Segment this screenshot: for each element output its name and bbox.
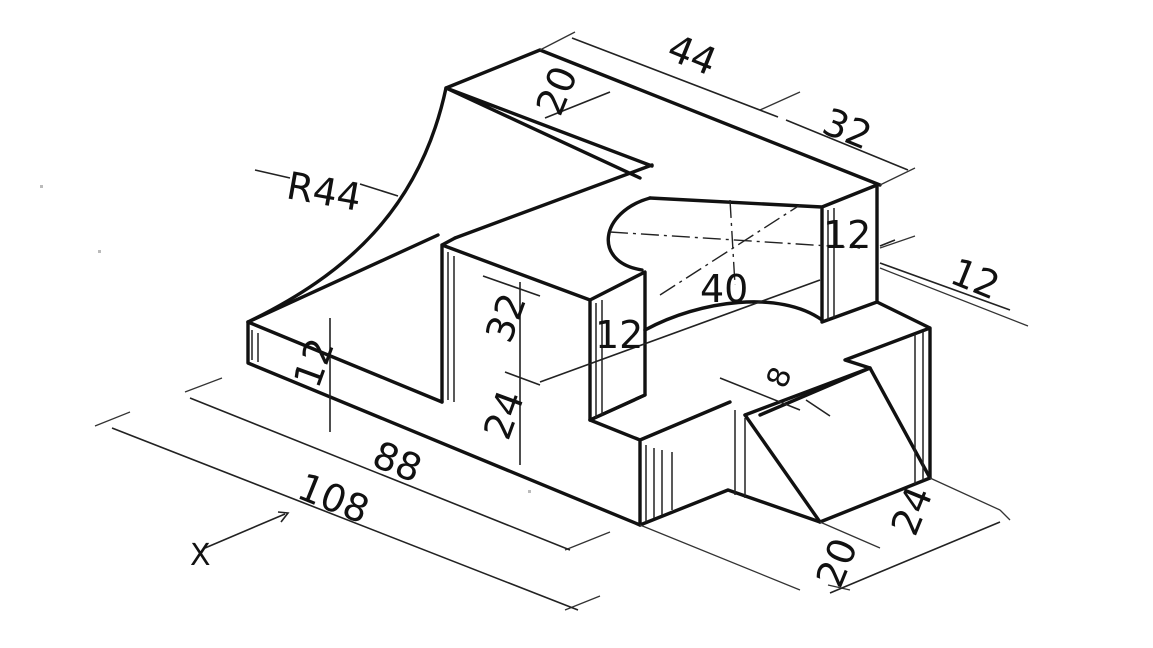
back-wall-top [444, 48, 882, 187]
face-shading [251, 208, 924, 522]
scan-specks [40, 185, 531, 493]
half-hole-lower [643, 300, 824, 332]
dim-lower-height-label: 24 [475, 385, 533, 445]
dim-right-length-label: 32 [817, 100, 878, 159]
part-outline [246, 48, 932, 527]
view-arrow [204, 513, 286, 549]
dim-right-side-label: 12 [945, 250, 1006, 309]
dim-bottom-width-24-label: 24 [883, 480, 942, 541]
dim-radius-label: R44 [283, 164, 364, 220]
middle-block [440, 236, 592, 422]
base-left-front-face [246, 320, 642, 527]
dim-top-width-label: 20 [528, 60, 587, 121]
dim-bottom-width-20-label: 20 [808, 532, 867, 593]
dim-slot-height-label: 12 [595, 313, 643, 357]
curved-wall-arc [246, 86, 448, 324]
dimension-lines [94, 31, 1029, 611]
dim-upper-height-label: 32 [477, 288, 535, 348]
dim-total-length-label: 108 [292, 465, 376, 533]
lower-step [588, 300, 932, 527]
dim-right-height-label: 12 [823, 213, 871, 257]
upper-top-edge [453, 163, 654, 240]
dim-groove-width-label: 8 [760, 362, 800, 393]
dim-inner-length-label: 88 [367, 433, 428, 492]
base-left-top-edge [246, 233, 440, 324]
dim-hole-diameter-label: 40 [700, 267, 748, 311]
view-axis-label: X [190, 538, 211, 573]
half-hole-cut [606, 196, 652, 272]
ramp [743, 366, 932, 524]
